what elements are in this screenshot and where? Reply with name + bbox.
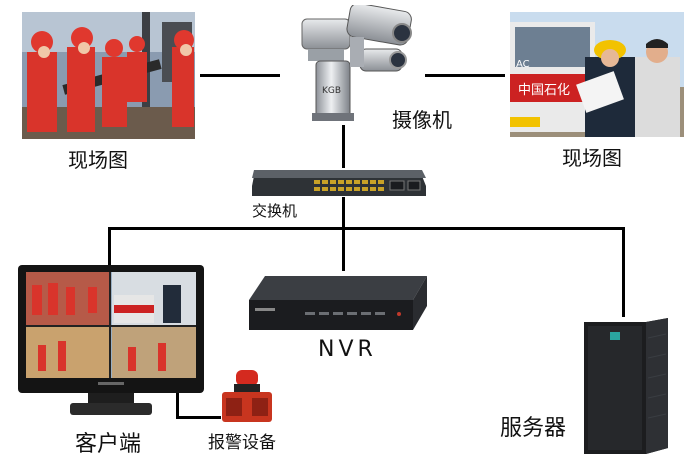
svg-text:中国石化: 中国石化: [518, 83, 570, 98]
site-photo-left: [22, 12, 195, 139]
client-monitor: [18, 265, 204, 420]
network-bus: [108, 227, 625, 230]
link-left-photo-camera: [200, 74, 280, 77]
link-switch-bus: [342, 197, 345, 271]
alarm-device: [218, 368, 276, 426]
server-tower: [584, 318, 670, 454]
site-photo-right: 中国石化 AC: [510, 12, 684, 137]
switch-label: 交换机: [252, 202, 298, 220]
server-label: 服务器: [500, 416, 567, 441]
site-photo-right-label: 现场图: [562, 146, 622, 170]
client-label: 客户端: [75, 432, 142, 457]
link-client-alarm-v: [176, 393, 179, 418]
alarm-label: 报警设备: [208, 433, 276, 453]
link-bus-server: [622, 227, 625, 317]
camera-label: 摄像机: [392, 108, 452, 132]
network-switch: [250, 168, 428, 198]
site-photo-left-label: 现场图: [68, 148, 128, 172]
link-camera-right-photo: [425, 74, 505, 77]
link-client-alarm-h: [176, 416, 221, 419]
nvr-recorder: [245, 272, 431, 334]
link-bus-client: [108, 227, 111, 267]
svg-text:AC: AC: [516, 59, 530, 70]
link-camera-switch: [342, 125, 345, 168]
camera-brand-text: KGB: [322, 86, 341, 96]
ptz-camera: KGB: [298, 5, 418, 125]
nvr-label: NVR: [318, 337, 377, 362]
